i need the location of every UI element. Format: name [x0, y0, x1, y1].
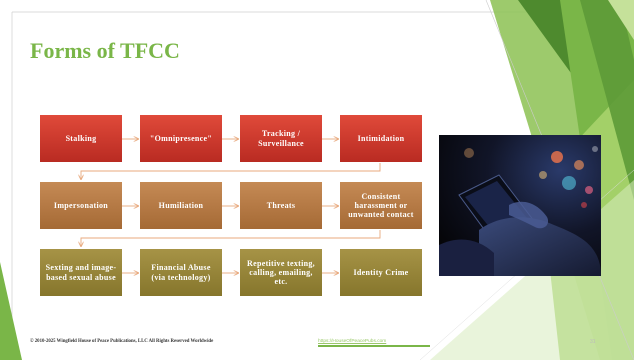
- flow-box-intimidation: Intimidation: [340, 115, 422, 162]
- flow-box-repetitive-contact: Repetitive texting, calling, emailing, e…: [240, 249, 322, 296]
- footer-website-link[interactable]: https://HouseOfPeacePubs.com: [318, 339, 387, 344]
- page-number: 31: [590, 339, 596, 345]
- flow-box-sexting: Sexting and image-based sexual abuse: [40, 249, 122, 296]
- copyright-footer: © 2010-2025 Wingfield House of Peace Pub…: [30, 339, 214, 344]
- flow-box-humiliation: Humiliation: [140, 182, 222, 229]
- flow-box-threats: Threats: [240, 182, 322, 229]
- slide-title: Forms of TFCC: [30, 38, 180, 63]
- flow-box-omnipresence: "Omnipresence": [140, 115, 222, 162]
- flow-box-identity-crime: Identity Crime: [340, 249, 422, 296]
- flow-box-financial-abuse: Financial Abuse (via technology): [140, 249, 222, 296]
- footer-link-underline: [318, 345, 430, 347]
- flow-box-stalking: Stalking: [40, 115, 122, 162]
- flow-box-tracking: Tracking / Surveillance: [240, 115, 322, 162]
- phone-in-hands-photo: [439, 135, 601, 276]
- flow-box-harassment: Consistent harassment or unwanted contac…: [340, 182, 422, 229]
- flow-box-impersonation: Impersonation: [40, 182, 122, 229]
